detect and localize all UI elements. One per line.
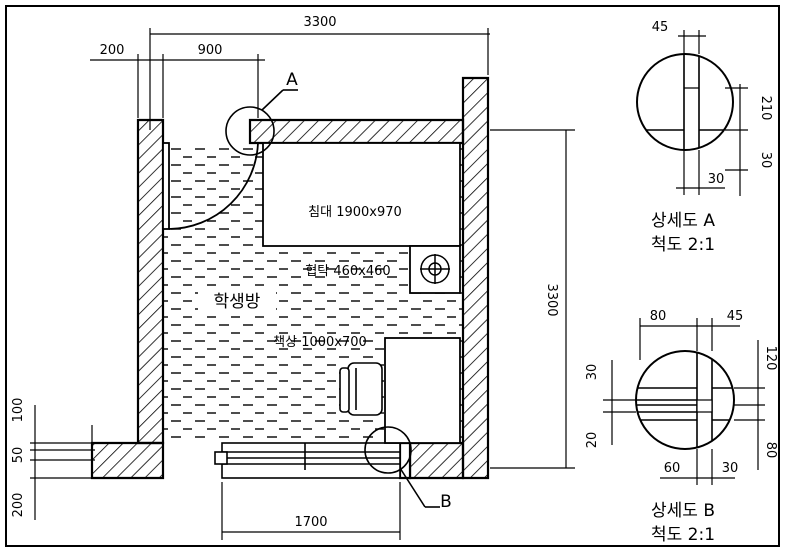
detail-a-dim-bottom: 30 [708,172,725,187]
callout-b [364,426,440,508]
chair [339,362,383,416]
dim-total-height: 3300 [544,283,559,316]
detail-b-dim-right-lower: 80 [763,442,778,459]
detail-b: 80 45 120 80 30 20 60 30 상세도 B 척도 2:1 [585,309,778,545]
detail-a-dim-right-lower: 30 [758,152,773,169]
callout-a [225,89,298,156]
bed-label: 침대 1900x970 [308,205,402,220]
detail-a-dim-right-upper: 210 [758,96,773,121]
detail-b-dim-right-upper: 120 [763,346,778,371]
dim-left-50: 50 [11,447,26,464]
bed [262,142,461,247]
desk-label: 책상 1000x700 [273,335,367,350]
door [162,142,259,230]
detail-b-dim-bottom-left: 60 [664,461,681,476]
walls [90,76,490,480]
floor-plan: 침대 1900x970 협탁 460x460 책상 1000x700 학생방 [11,15,575,540]
dim-left-200: 200 [11,493,26,518]
drawing-frame [5,5,780,547]
dim-door-width: 900 [198,43,223,58]
detail-a-dim-top: 45 [652,20,669,35]
side-table-label: 협탁 460x460 [305,264,390,279]
detail-b-scale: 척도 2:1 [651,525,715,545]
detail-a-scale: 척도 2:1 [651,235,715,255]
lamp-icon [420,254,450,284]
detail-b-dim-top-right: 45 [727,309,744,324]
dim-total-width: 3300 [303,15,336,30]
desk [384,337,461,444]
callout-a-label: A [286,70,298,90]
dim-left-100: 100 [11,398,26,423]
detail-b-dim-left-lower: 20 [585,432,600,449]
detail-b-dim-left-upper: 30 [585,364,600,381]
dimension-lines [30,28,575,540]
room-name-box [198,286,276,314]
callout-b-label: B [440,492,452,512]
detail-b-title: 상세도 B [651,501,715,521]
dim-bottom-opening: 1700 [294,515,327,530]
detail-a-title: 상세도 A [651,211,715,231]
detail-b-dim-top-left: 80 [650,309,667,324]
detail-a: 45 210 30 30 상세도 A 척도 2:1 [636,20,773,255]
dim-left-offset: 200 [100,43,125,58]
detail-b-dim-bottom-right: 30 [722,461,739,476]
window [214,442,401,479]
room-name: 학생방 [214,292,261,312]
